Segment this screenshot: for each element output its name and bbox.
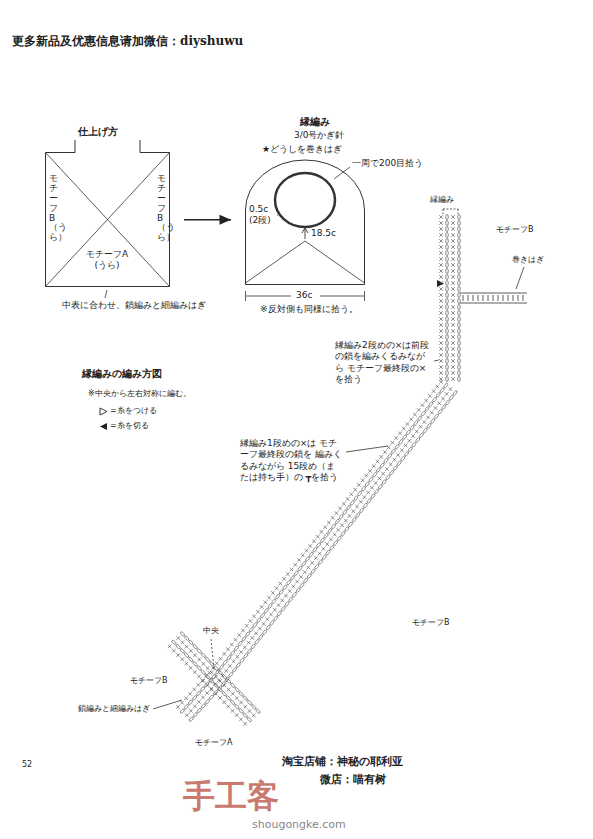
part-name: 鎖編みと細編みはぎ	[78, 704, 150, 714]
page-number: 52	[22, 760, 32, 770]
arrow-connector	[184, 219, 231, 221]
part-name: 中央	[203, 626, 219, 636]
watermark: 手工客	[183, 776, 279, 816]
motif-label: モチーフA (うら)	[79, 249, 135, 272]
single-crochet-stitches	[168, 636, 256, 725]
section-title: 縁編みの編み方図	[82, 368, 162, 381]
part-name: モチーフB	[130, 676, 168, 686]
legend-text: =糸をつける	[110, 406, 157, 416]
motif-label: モチーフB（うら）	[157, 174, 166, 243]
dimension: 0.5c (2段)	[249, 204, 277, 227]
part-name: モチーフA	[195, 738, 232, 748]
dimension: 18.5c	[311, 228, 336, 239]
whipstitch-marks	[463, 295, 523, 301]
note: ※反対側も同様に拾う。	[260, 304, 358, 315]
note: ※中央から左右対称に編む。	[88, 389, 191, 399]
part-name: 縁編み	[430, 195, 454, 205]
shop-name: 淘宝店铺：神秘の耶利亚	[282, 755, 403, 769]
stitch-count: 一周で200目拾う	[352, 158, 423, 169]
motif-label: モチーフB（うら）	[49, 174, 58, 243]
stitch-rows	[168, 214, 460, 725]
dimension: 36c	[296, 290, 312, 301]
edging-bag-shape: 18.5c	[245, 155, 365, 285]
chain-stitches	[180, 214, 460, 721]
seam-note: ★どうしを巻きはぎ	[262, 144, 342, 155]
watermark-header: 更多新品及优惠信息请加微信：diyshuwu	[12, 34, 243, 49]
callout-note: 縁編み2段めの×は前段 の鎖を編みくるみながら モチーフ最終段の×を拾う	[335, 340, 433, 385]
single-crochet-stitches	[176, 215, 455, 717]
section-title: 縁編み	[300, 116, 330, 129]
leader-lines	[105, 167, 524, 709]
finishing-bag-shape: モチーフB（うら） モチーフB（うら） モチーフA (うら)	[45, 152, 170, 287]
callout-note: 縁編み1段めの×は モチーフ最終段の鎖を 編みくるみながら 15段め（または持ち…	[240, 438, 344, 483]
section-title: 仕上げ方	[78, 126, 118, 139]
part-name: モチーフB	[496, 225, 534, 235]
legend-text: =糸を切る	[110, 421, 149, 431]
bag-outline	[245, 155, 365, 285]
assembly-note: 中表に合わせ、鎖編みと細編みはぎ	[62, 300, 206, 311]
part-name: モチーフB	[412, 618, 450, 628]
hook-size: 3/0号かぎ針	[294, 130, 344, 141]
part-name: 巻きはぎ	[512, 255, 544, 265]
watermark: shougongke.com	[252, 818, 346, 832]
shop-name: 微店：喵有树	[320, 773, 386, 787]
whipstitch-band	[460, 293, 527, 303]
